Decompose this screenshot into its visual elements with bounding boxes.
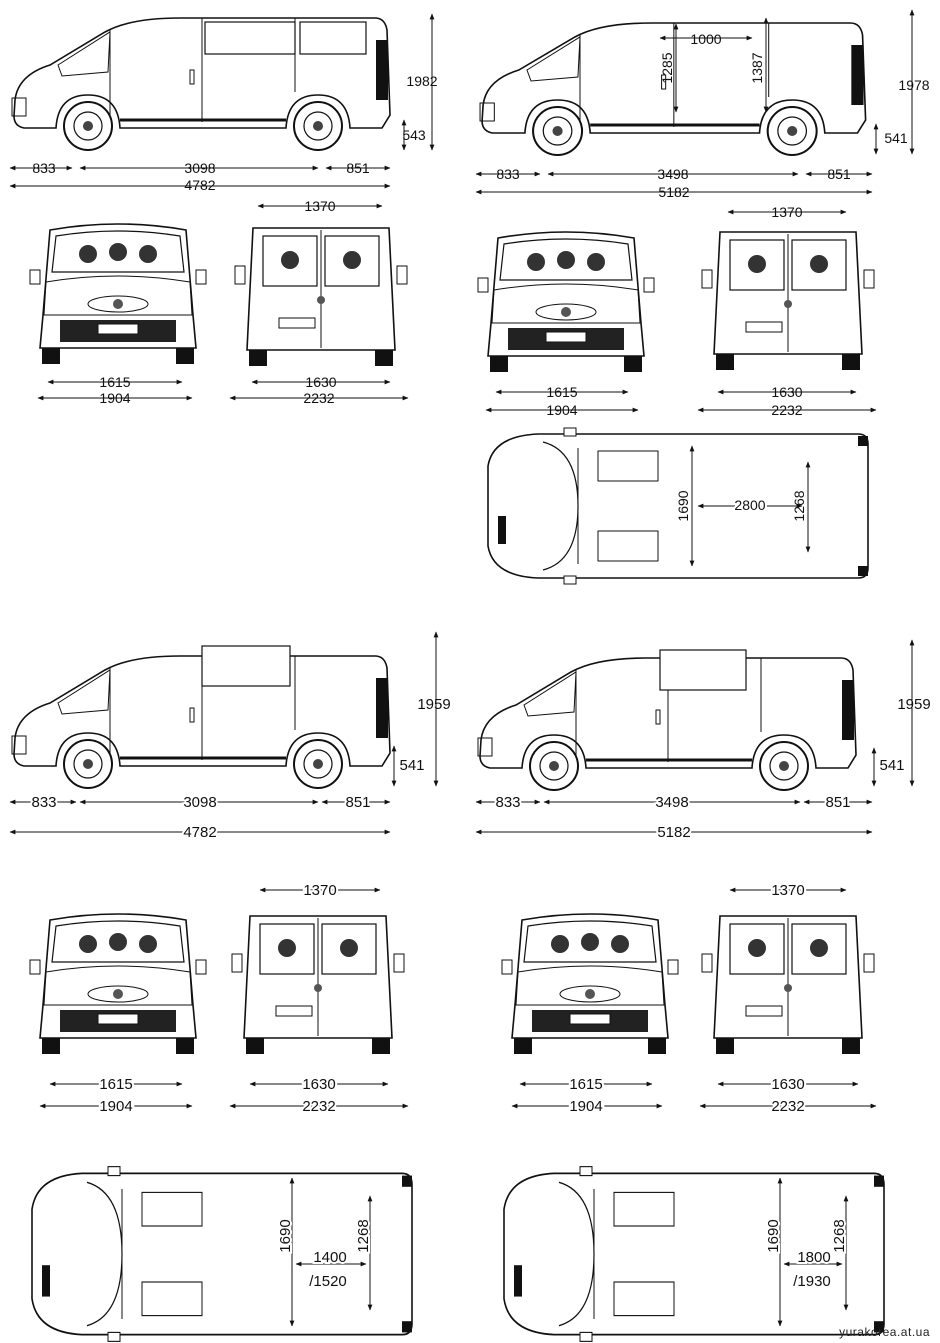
dim-front-overhang: 833 (496, 166, 520, 182)
bus-short-side-view: 1982 543 833 3098 851 4782 (9, 13, 438, 193)
dim-cargo-length-b: /1930 (793, 1273, 831, 1290)
dim-wheelbase: 3498 (655, 794, 688, 811)
dim-wheelbase: 3498 (657, 166, 688, 182)
dim-width: 1904 (99, 390, 130, 406)
dim-height: 1978 (898, 77, 929, 93)
crew-long-front-view: 1615 1904 (501, 913, 679, 1117)
bus-short-front-view: 1615 1904 (29, 223, 207, 406)
dim-width: 1904 (99, 1098, 132, 1115)
crew-short-side-view: 1959 541 833 3098 851 4782 (9, 631, 451, 843)
crew-short-rear-view: 1370 1630 2232 (229, 880, 409, 1117)
crew-short-top-view: 1690 1268 1400 /1520 (31, 1165, 413, 1343)
dim-cargo-length-a: 1400 (313, 1249, 346, 1266)
dim-opening: 1370 (771, 882, 804, 899)
van-long-top-view: 1690 2800 1268 (487, 427, 869, 585)
van-long-rear-view: 1370 1630 2232 (697, 204, 877, 418)
dim-width-inner: 1690 (765, 1219, 782, 1252)
dim-front-overhang: 833 (32, 160, 56, 176)
dim-width: 1904 (546, 402, 577, 418)
dim-track: 1615 (99, 1076, 132, 1093)
dim-width-inner: 1690 (277, 1219, 294, 1252)
dim-ground: 543 (402, 127, 426, 143)
dim-track: 1615 (546, 384, 577, 400)
dim-wheelbase: 3098 (183, 794, 216, 811)
crew-short-front-view: 1615 1904 (29, 913, 207, 1117)
crew-long-top-view: 1690 1268 1800 /1930 (503, 1165, 885, 1343)
dim-cargo-length-a: 1800 (797, 1249, 830, 1266)
crew-long-rear-view: 1370 1630 2232 (699, 880, 877, 1117)
dim-width: 2232 (771, 402, 802, 418)
dim-ground: 541 (884, 130, 908, 146)
dim-between-arches: 1268 (791, 490, 807, 521)
dim-between-arches: 1268 (355, 1219, 372, 1252)
dim-height: 1982 (406, 73, 437, 89)
dim-ground: 541 (879, 757, 904, 774)
dim-cargo-length-b: /1520 (309, 1273, 347, 1290)
dim-length: 4782 (183, 824, 216, 841)
dim-length: 5182 (658, 184, 689, 200)
dim-between-arches: 1268 (831, 1219, 848, 1252)
dim-width: 2232 (302, 1098, 335, 1115)
dim-opening: 1370 (771, 204, 802, 220)
dim-opening: 1370 (303, 882, 336, 899)
dim-rear-overhang: 851 (346, 160, 370, 176)
dim-track: 1615 (569, 1076, 602, 1093)
dim-width-inner: 1690 (675, 490, 691, 521)
dim-front-overhang: 833 (495, 794, 520, 811)
dim-front-overhang: 833 (31, 794, 56, 811)
dim-length: 4782 (184, 177, 215, 193)
dim-cargo-length: 1000 (690, 31, 721, 47)
dim-track: 1630 (771, 384, 802, 400)
dim-track: 1630 (771, 1076, 804, 1093)
watermark: yurakorea.at.ua (839, 1325, 930, 1339)
van-long-front-view: 1615 1904 (477, 231, 655, 418)
van-long-side-view: 1000 1285 1387 1978 541 833 3498 851 518… (475, 9, 930, 200)
dim-wheelbase: 3098 (184, 160, 215, 176)
dim-cargo-height-2: 1387 (749, 52, 765, 83)
crew-long-side-view: 1959 541 833 3498 851 5182 (475, 639, 931, 843)
dim-width: 2232 (303, 390, 334, 406)
dim-track: 1630 (302, 1076, 335, 1093)
dim-cargo-length: 2800 (734, 497, 765, 513)
dim-height: 1959 (417, 696, 450, 713)
bus-short-rear-view: 1370 1630 2232 (229, 198, 409, 406)
dim-track: 1615 (99, 374, 130, 390)
dim-rear-overhang: 851 (825, 794, 850, 811)
dim-height: 1959 (897, 696, 930, 713)
dim-rear-overhang: 851 (345, 794, 370, 811)
dim-cargo-height-1: 1285 (659, 52, 675, 83)
dim-width: 2232 (771, 1098, 804, 1115)
dim-opening: 1370 (304, 198, 335, 214)
dim-ground: 541 (399, 757, 424, 774)
dim-rear-overhang: 851 (827, 166, 851, 182)
dim-length: 5182 (657, 824, 690, 841)
dim-track: 1630 (305, 374, 336, 390)
dim-width: 1904 (569, 1098, 602, 1115)
